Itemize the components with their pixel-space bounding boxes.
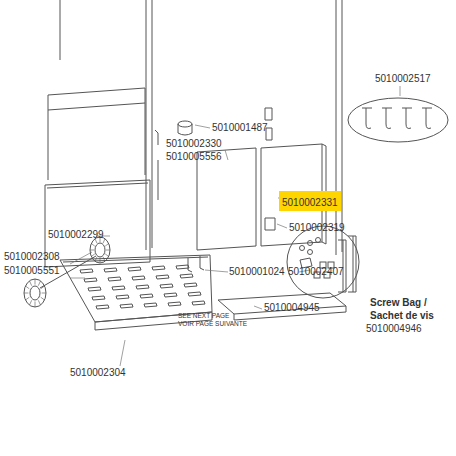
tread <box>100 258 101 263</box>
tread <box>35 279 36 285</box>
foot-nut <box>265 218 275 230</box>
tread <box>38 281 40 286</box>
slot <box>144 303 157 307</box>
hinge <box>155 130 158 200</box>
slot <box>112 286 125 290</box>
rail <box>48 88 145 180</box>
slot <box>120 304 133 308</box>
part-number: 5010002407 <box>288 266 344 278</box>
part-number: Screw Bag / <box>370 297 427 309</box>
part-number: 5010002308 <box>4 251 60 263</box>
tread <box>41 286 45 289</box>
tread <box>105 244 108 247</box>
slot <box>84 278 97 282</box>
leader-line <box>70 86 400 366</box>
tread <box>42 293 46 294</box>
part-number: 5010002304 <box>70 367 126 379</box>
tread <box>38 300 40 305</box>
tread <box>103 257 105 262</box>
slot <box>80 269 93 273</box>
part-number: SEE NEXT PAGE <box>178 312 229 320</box>
bottom-shelf <box>60 255 212 322</box>
cap <box>178 121 192 127</box>
slot <box>92 296 105 300</box>
part-number: 5010001024 <box>229 266 285 278</box>
door <box>197 148 256 250</box>
slot <box>116 295 129 299</box>
tread <box>95 257 97 262</box>
highlighted-part-number: 5010002331 <box>279 191 341 211</box>
tread <box>91 254 94 257</box>
detail-circle <box>348 98 448 142</box>
slot <box>104 268 117 272</box>
tread <box>25 297 29 300</box>
part-number: 5010002319 <box>289 222 345 234</box>
frame-post <box>146 0 342 255</box>
part-number: 5010002330 <box>166 138 222 150</box>
slot <box>88 287 101 291</box>
slot <box>132 276 145 280</box>
part-number: 5010002517 <box>375 73 431 85</box>
part-number: 5010002299 <box>48 229 104 241</box>
tread <box>106 250 110 251</box>
slot <box>140 294 153 298</box>
tread <box>105 254 108 257</box>
slot <box>192 301 205 305</box>
slot <box>184 283 197 287</box>
slot <box>176 265 189 269</box>
slot <box>168 302 181 306</box>
detail-circle <box>287 226 359 298</box>
part-number: Sachet de vis <box>370 310 434 322</box>
slot <box>188 292 201 296</box>
handle <box>338 236 356 292</box>
part-number: 5010004945 <box>264 302 320 314</box>
slot <box>152 266 165 270</box>
part-number: 5010004946 <box>366 323 422 335</box>
slot <box>96 305 109 309</box>
tread <box>35 301 36 307</box>
tread <box>91 244 94 247</box>
tread <box>30 300 32 305</box>
frame-post <box>60 0 61 60</box>
slot <box>164 293 177 297</box>
slot <box>160 284 173 288</box>
hook <box>362 108 432 129</box>
part-number: 5010001487 <box>212 122 268 134</box>
part-number: VOIR PAGE SUIVANTE <box>178 320 247 328</box>
slot <box>136 285 149 289</box>
cap <box>178 124 192 135</box>
tray <box>218 293 346 320</box>
tread <box>90 250 94 251</box>
slot <box>128 267 141 271</box>
tread <box>41 297 45 300</box>
tread <box>24 293 28 294</box>
part-number: 5010002331 <box>282 197 338 208</box>
shelf-slots <box>80 265 205 309</box>
part-number: 5010005556 <box>166 151 222 163</box>
catch <box>188 256 204 272</box>
tread <box>25 286 29 289</box>
back-panel <box>45 180 150 267</box>
slot <box>156 275 169 279</box>
slot <box>180 274 193 278</box>
part-number: 5010005551 <box>4 265 60 277</box>
tread <box>30 281 32 286</box>
slot <box>108 277 121 281</box>
